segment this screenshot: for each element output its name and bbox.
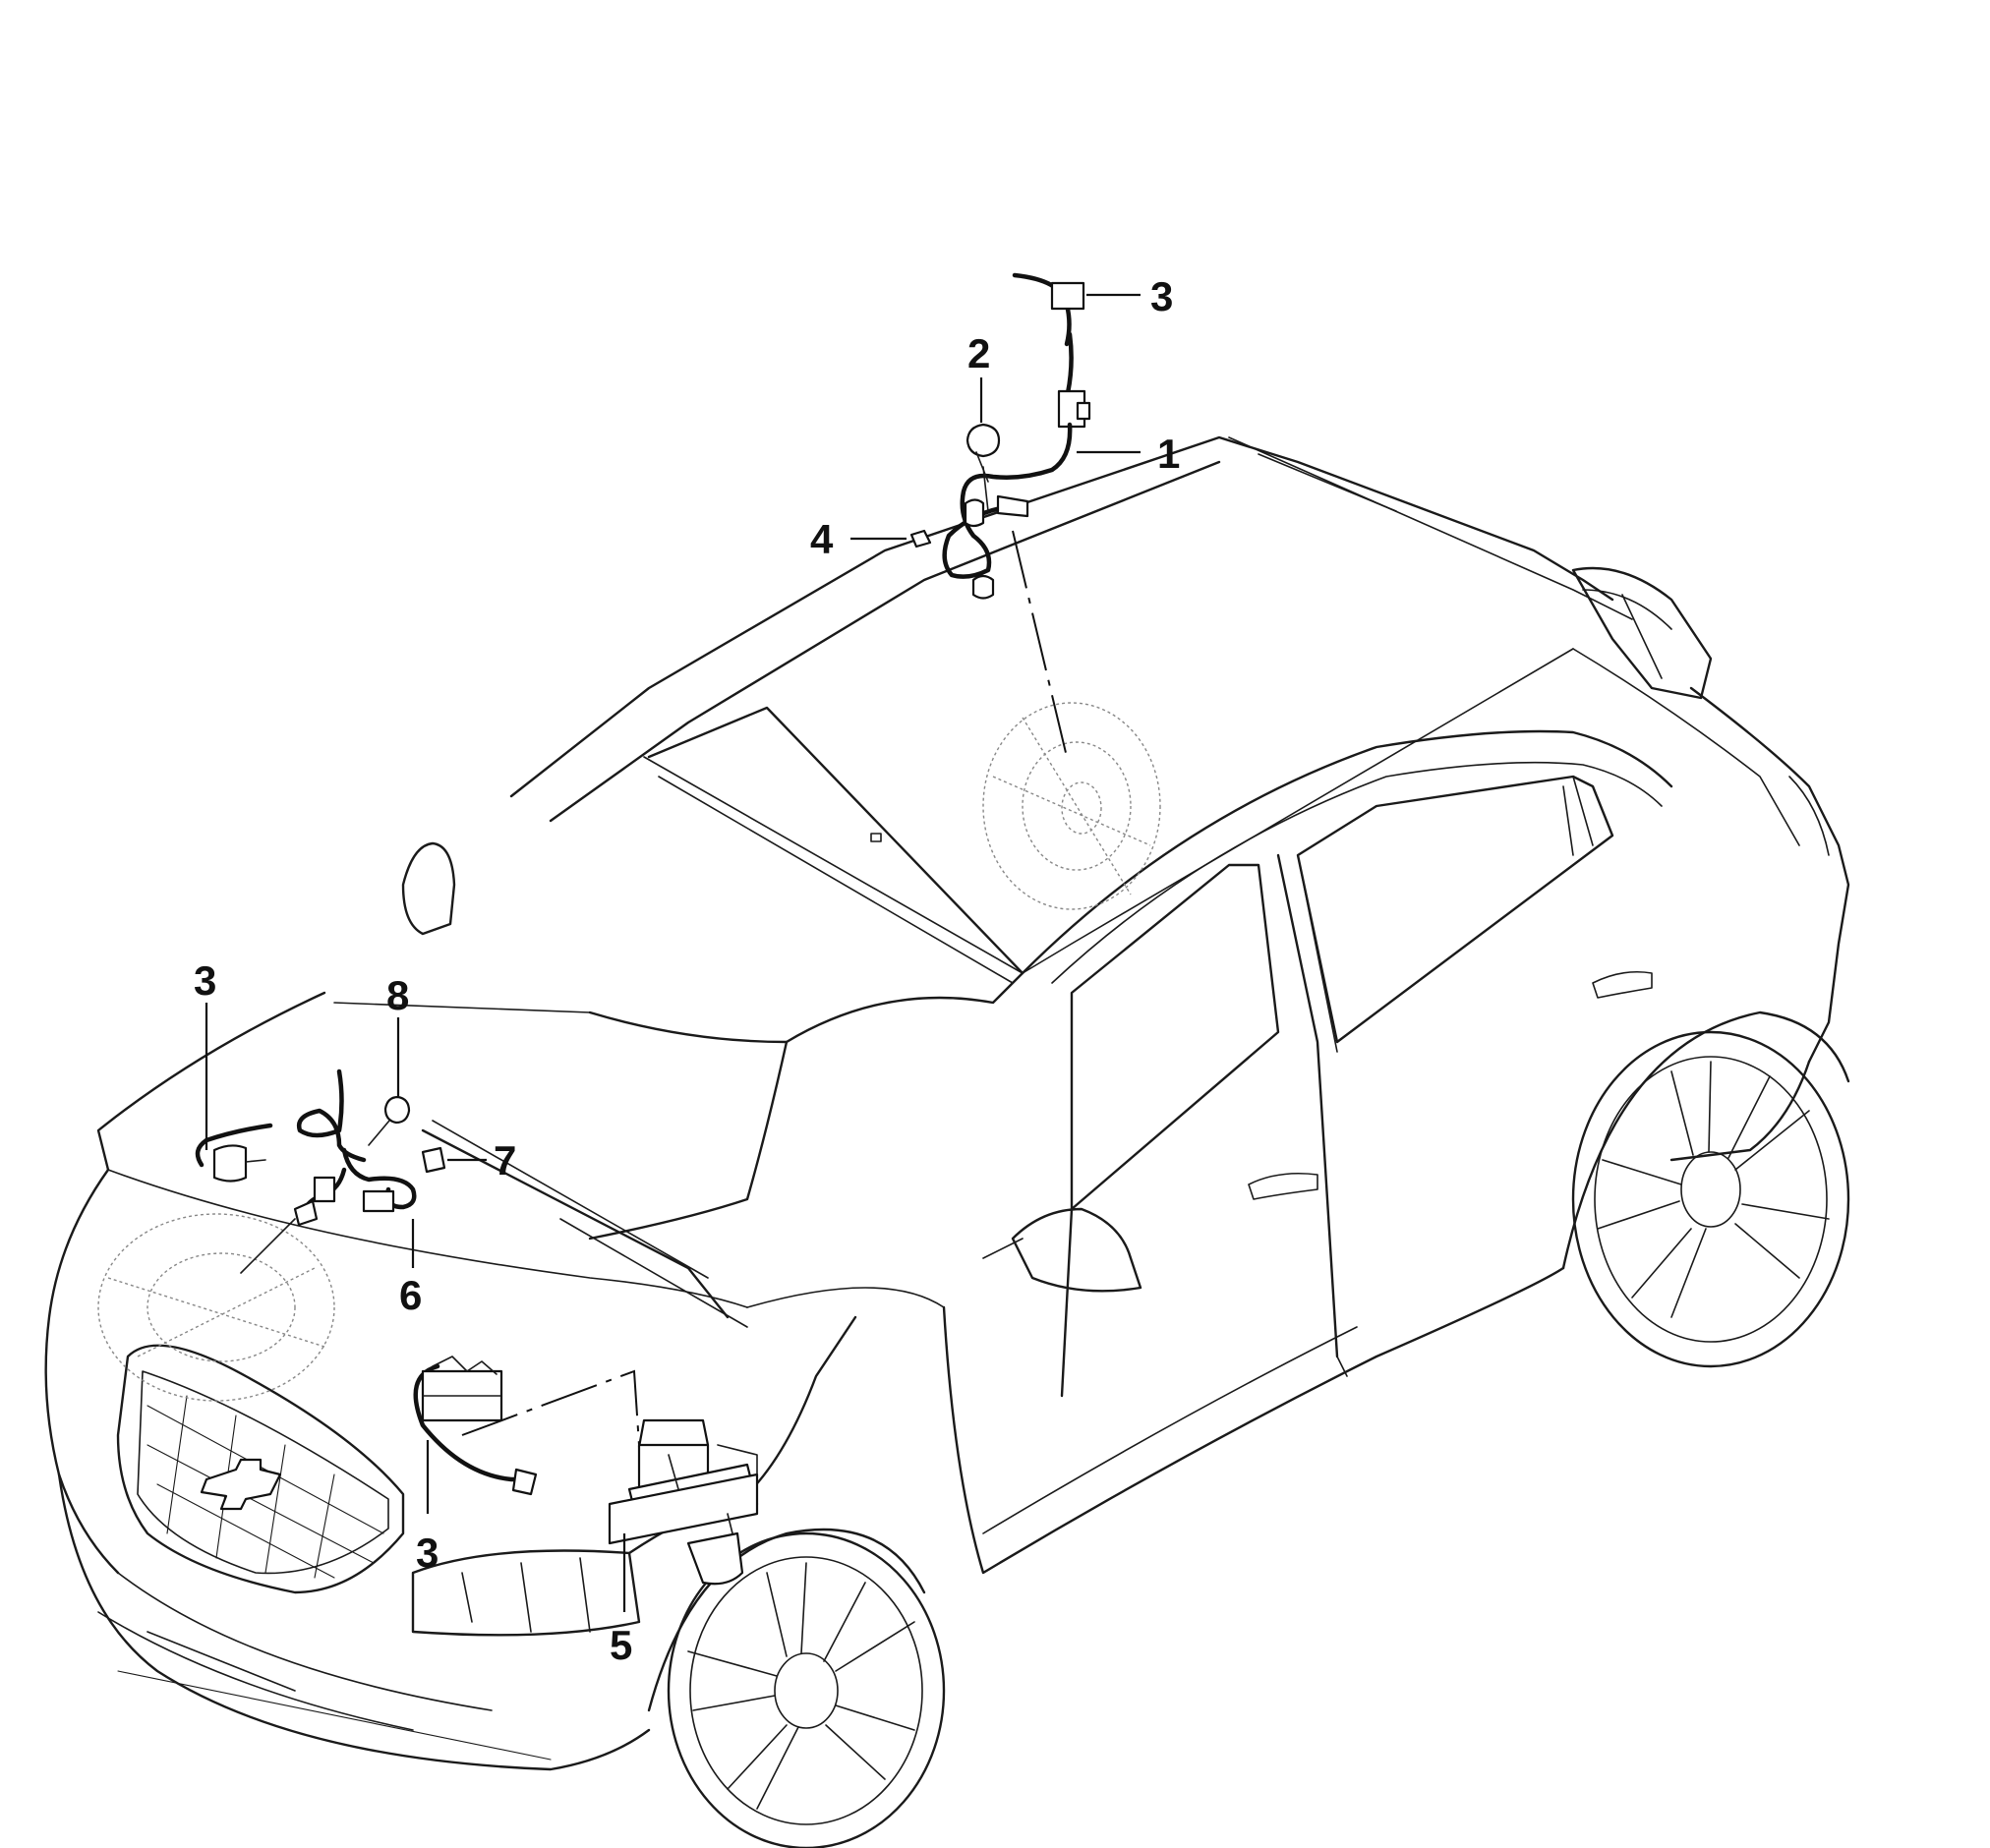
callout-3-abs: 3 [416,1530,439,1576]
callout-3-rear: 3 [1150,273,1173,319]
callout-8: 8 [386,972,409,1018]
abs-reference-line [461,1369,640,1446]
wheel-speed-sensor-harness-rear [942,272,1091,600]
abs-module-part-5 [608,1418,759,1586]
ghost-brake-assembly-front [97,1213,335,1402]
callout-2: 2 [967,330,990,376]
callout-5: 5 [610,1622,632,1668]
callout-labels: 1 2 3 3 3 4 5 6 7 8 [194,273,1180,1668]
bolt-part-2 [966,423,1001,483]
bolt-part-8 [368,1095,411,1146]
clip-part-7 [421,1146,446,1174]
sensor-connector-a [313,1176,336,1203]
clip-part-4 [909,529,932,549]
callout-1: 1 [1157,431,1180,477]
leader-lines [205,293,1141,1612]
abs-harness-part-3 [413,1356,538,1496]
callout-6: 6 [399,1272,422,1318]
wheel-speed-sensor-harness-front [240,1068,417,1274]
callout-7: 7 [494,1137,516,1184]
ghost-brake-assembly-rear [982,702,1161,910]
harness-grommet [964,498,985,528]
front-harness-connector-left [195,1123,273,1183]
callout-4: 4 [810,516,834,562]
car-body [44,435,1850,1848]
callout-3-front: 3 [194,957,216,1004]
rear-assembly-reference-line [1012,530,1068,758]
harness-connector-top [1050,281,1085,311]
sensor-connector-b [362,1189,395,1213]
